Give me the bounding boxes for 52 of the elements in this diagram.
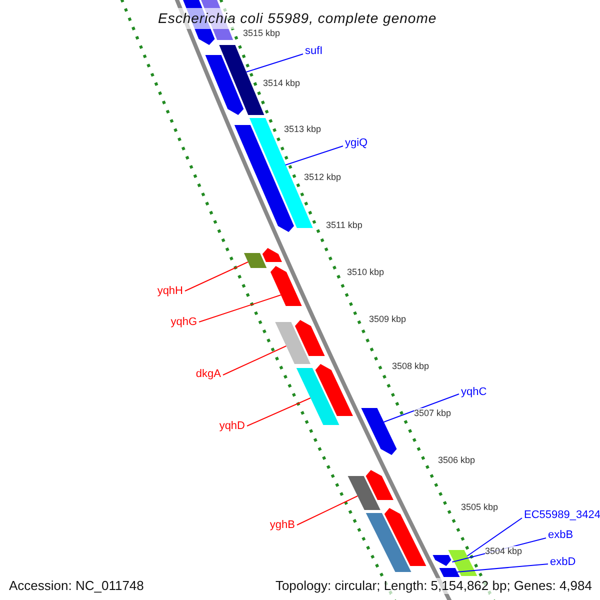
tick-label: 3511 kbp bbox=[326, 220, 362, 231]
gene-label: EC55989_3424 bbox=[524, 508, 600, 522]
footer-text: Accession: NC_011748 bbox=[9, 578, 144, 594]
tick-label: 3507 kbp bbox=[414, 408, 452, 419]
tick-label: 3514 kbp bbox=[263, 78, 300, 89]
leader-line bbox=[184, 262, 248, 292]
gene-label: exbD bbox=[550, 555, 576, 569]
tick-label: 3506 kbp bbox=[438, 455, 476, 466]
gene-label: exbB bbox=[548, 528, 574, 542]
tick-label: 3515 kbp bbox=[243, 28, 280, 39]
leader-line bbox=[284, 146, 344, 166]
leader-line bbox=[246, 398, 311, 426]
tick-label: 3510 kbp bbox=[347, 267, 384, 278]
gene-segment bbox=[270, 266, 302, 306]
footer-text: Topology: circular; Length: 5,154,862 bp; Genes: 4,984 bbox=[275, 578, 592, 594]
gene-label: yqhH bbox=[157, 284, 183, 298]
gene-segment bbox=[294, 320, 325, 356]
leader-line bbox=[296, 496, 358, 526]
gene-segment bbox=[432, 555, 452, 566]
leader-line bbox=[246, 54, 304, 72]
gene-label: yqhG bbox=[170, 315, 197, 329]
leader-line bbox=[466, 518, 522, 556]
gene-label: dkgA bbox=[196, 367, 221, 381]
gene-segment bbox=[348, 476, 380, 510]
gene-label: ygiQ bbox=[345, 136, 368, 150]
tick-label: 3505 kbp bbox=[461, 502, 498, 513]
gene-label: yghB bbox=[270, 518, 295, 532]
gene-segment bbox=[366, 513, 412, 572]
gene-label: yqhC bbox=[461, 385, 487, 399]
gene-segment bbox=[366, 470, 394, 500]
gene-segment bbox=[262, 248, 282, 262]
gene-segment bbox=[275, 322, 311, 364]
leader-line bbox=[198, 294, 282, 322]
gene-label: sufI bbox=[305, 44, 323, 58]
gene-segment bbox=[384, 508, 426, 566]
gene-segment bbox=[219, 45, 264, 115]
tick-label: 3508 kbp bbox=[392, 361, 430, 372]
tick-label: 3512 kbp bbox=[304, 172, 342, 183]
leader-line bbox=[222, 346, 287, 376]
gene-segment bbox=[439, 568, 460, 577]
leader-line bbox=[456, 564, 548, 572]
leader-line bbox=[383, 394, 460, 422]
tick-label: 3513 kbp bbox=[284, 124, 322, 135]
gene-segment bbox=[296, 368, 340, 425]
tick-label: 3504 kbp bbox=[485, 546, 522, 557]
gene-segment bbox=[205, 55, 244, 115]
gene-label: yqhD bbox=[219, 419, 245, 433]
gene-segment bbox=[361, 408, 397, 455]
tick-label: 3509 kbp bbox=[369, 314, 406, 325]
gene-segment bbox=[448, 550, 478, 576]
gene-segment bbox=[244, 253, 267, 268]
gene-segment bbox=[315, 364, 353, 416]
